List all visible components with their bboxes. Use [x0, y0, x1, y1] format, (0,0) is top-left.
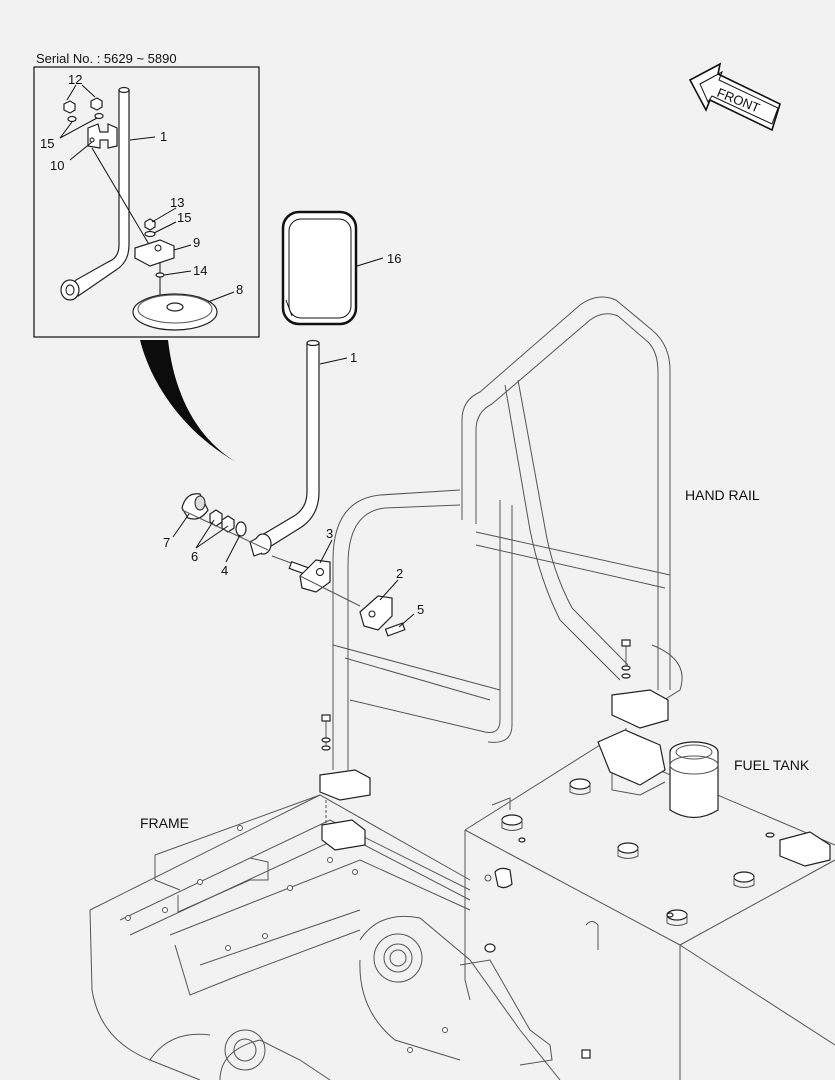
serial-number: Serial No. : 5629 ~ 5890: [36, 51, 177, 66]
mirror-head: [281, 210, 358, 326]
frame-label: FRAME: [140, 815, 189, 831]
callout-6: 6: [191, 549, 198, 564]
bracket-2: [359, 595, 406, 637]
inset-nuts: [63, 97, 104, 123]
hand-rail: [319, 296, 683, 825]
callout-1-inset: 1: [160, 129, 167, 144]
inset-bracket: [134, 239, 175, 267]
callout-2: 2: [396, 566, 403, 581]
leader-lines: [172, 257, 415, 628]
callout-5: 5: [417, 602, 424, 617]
front-arrow: FRONT: [688, 62, 781, 132]
callout-9: 9: [193, 235, 200, 250]
inset-clamp-bracket: [87, 123, 118, 149]
callout-12: 12: [68, 72, 82, 87]
fuel-tank-label: FUEL TANK: [734, 757, 810, 773]
bracket-3: [271, 555, 361, 607]
callout-3: 3: [326, 526, 333, 541]
callout-1-main: 1: [350, 350, 357, 365]
inset-pole-end: [60, 279, 80, 301]
callout-15-inset: 15: [40, 136, 54, 151]
mirror-pole: [249, 339, 320, 557]
callout-8: 8: [236, 282, 243, 297]
detail-inset: [33, 66, 260, 338]
frame-structure: [89, 794, 561, 1080]
fuel-tank: [464, 729, 835, 1080]
callout-14: 14: [193, 263, 207, 278]
inset-connector-swoosh: [140, 340, 236, 462]
callout-13: 13: [170, 195, 184, 210]
callout-16: 16: [387, 251, 401, 266]
inset-mirror-plate: [132, 293, 218, 331]
inset-mirror-pole: [71, 89, 130, 297]
hand-rail-label: HAND RAIL: [685, 487, 760, 503]
callout-10: 10: [50, 158, 64, 173]
callout-7: 7: [163, 535, 170, 550]
callout-4: 4: [221, 563, 228, 578]
callout-15-mid: 15: [177, 210, 191, 225]
tank-bosses: [501, 778, 775, 926]
washer-4: [235, 521, 247, 537]
